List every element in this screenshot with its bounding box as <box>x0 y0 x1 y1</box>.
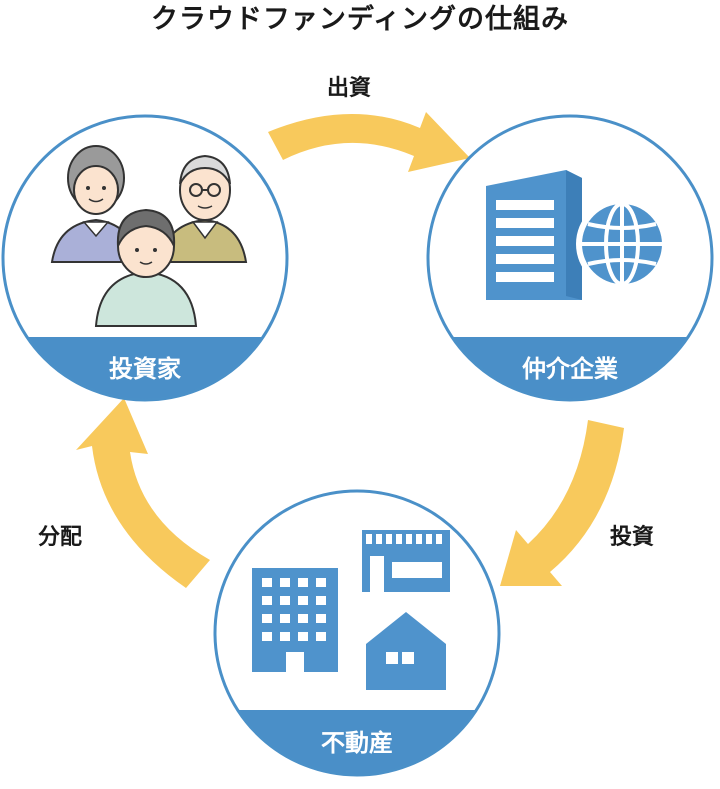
diagram-title: クラウドファンディングの仕組み <box>150 4 570 35</box>
flow-label-investment-in: 投資 <box>610 525 655 550</box>
arrow-intermediary-to-real-estate <box>500 420 624 586</box>
real-estate-label: 不動産 <box>321 729 393 757</box>
investor-label: 投資家 <box>109 355 181 383</box>
family-icon <box>50 145 248 327</box>
flow-label-distribution: 分配 <box>38 525 83 550</box>
node-intermediary: 仲介企業 <box>426 114 714 402</box>
node-investor: 投資家 <box>1 114 289 402</box>
arrow-real-estate-to-investor <box>76 398 210 588</box>
office-building-globe-icon <box>486 170 668 300</box>
intermediary-label: 仲介企業 <box>522 355 618 383</box>
buildings-house-icon <box>252 530 450 690</box>
node-real-estate: 不動産 <box>213 489 501 777</box>
arrow-investor-to-intermediary <box>268 112 470 172</box>
flow-label-investment-out: 出資 <box>327 76 372 101</box>
